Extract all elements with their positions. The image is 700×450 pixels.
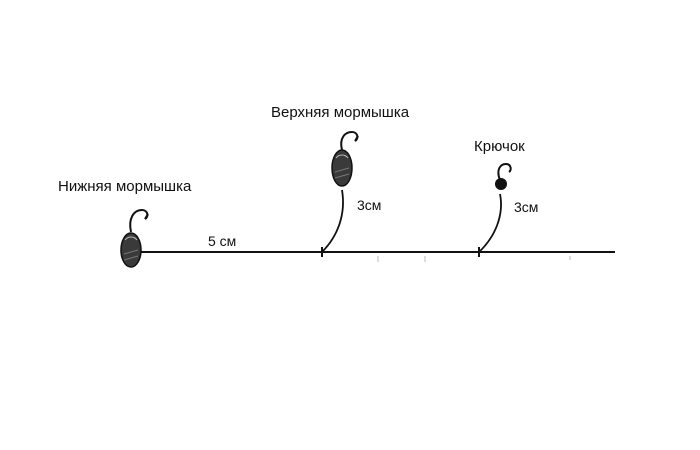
upper-jig-leash (321, 189, 344, 253)
upper-jig-label: Верхняя мормышка (271, 104, 410, 121)
main-gap-label: 5 см (208, 233, 237, 249)
upper-jig-icon (331, 130, 359, 187)
upper-leash-length-label: 3см (357, 197, 382, 213)
hook-leash (478, 193, 502, 253)
lower-jig-label: Нижняя мормышка (58, 178, 192, 195)
hook-leash-length-label: 3см (514, 199, 539, 215)
lower-jig-icon (120, 208, 149, 268)
hook-bead-icon (495, 162, 512, 190)
hook-label: Крючок (474, 138, 525, 155)
line-ticks (377, 256, 571, 262)
